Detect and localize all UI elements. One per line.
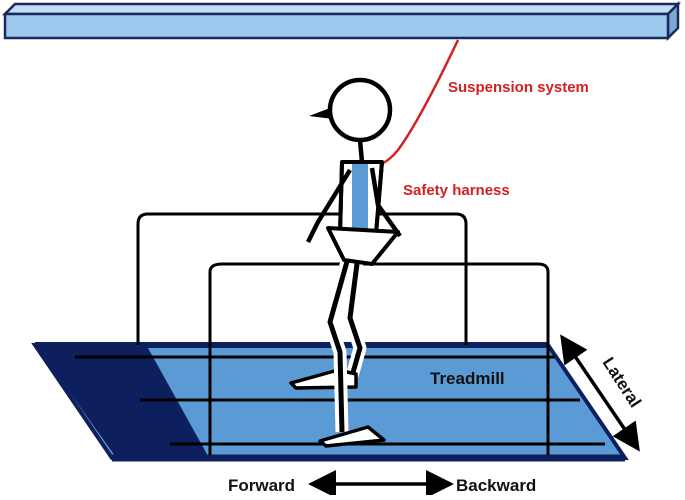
suspension-rail (1, 0, 682, 42)
forward-label: Forward (228, 476, 295, 495)
backward-label: Backward (456, 476, 536, 495)
lateral-arrow-icon (560, 334, 640, 452)
rear-handrail (136, 212, 468, 345)
safety-harness-strap (352, 164, 368, 232)
safety-harness-label: Safety harness (403, 182, 510, 199)
treadmill-label: Treadmill (430, 369, 505, 388)
walking-person (289, 77, 402, 448)
suspension-system-label: Suspension system (448, 79, 589, 96)
front-handrail (208, 262, 550, 455)
treadmill-platform (31, 342, 629, 462)
